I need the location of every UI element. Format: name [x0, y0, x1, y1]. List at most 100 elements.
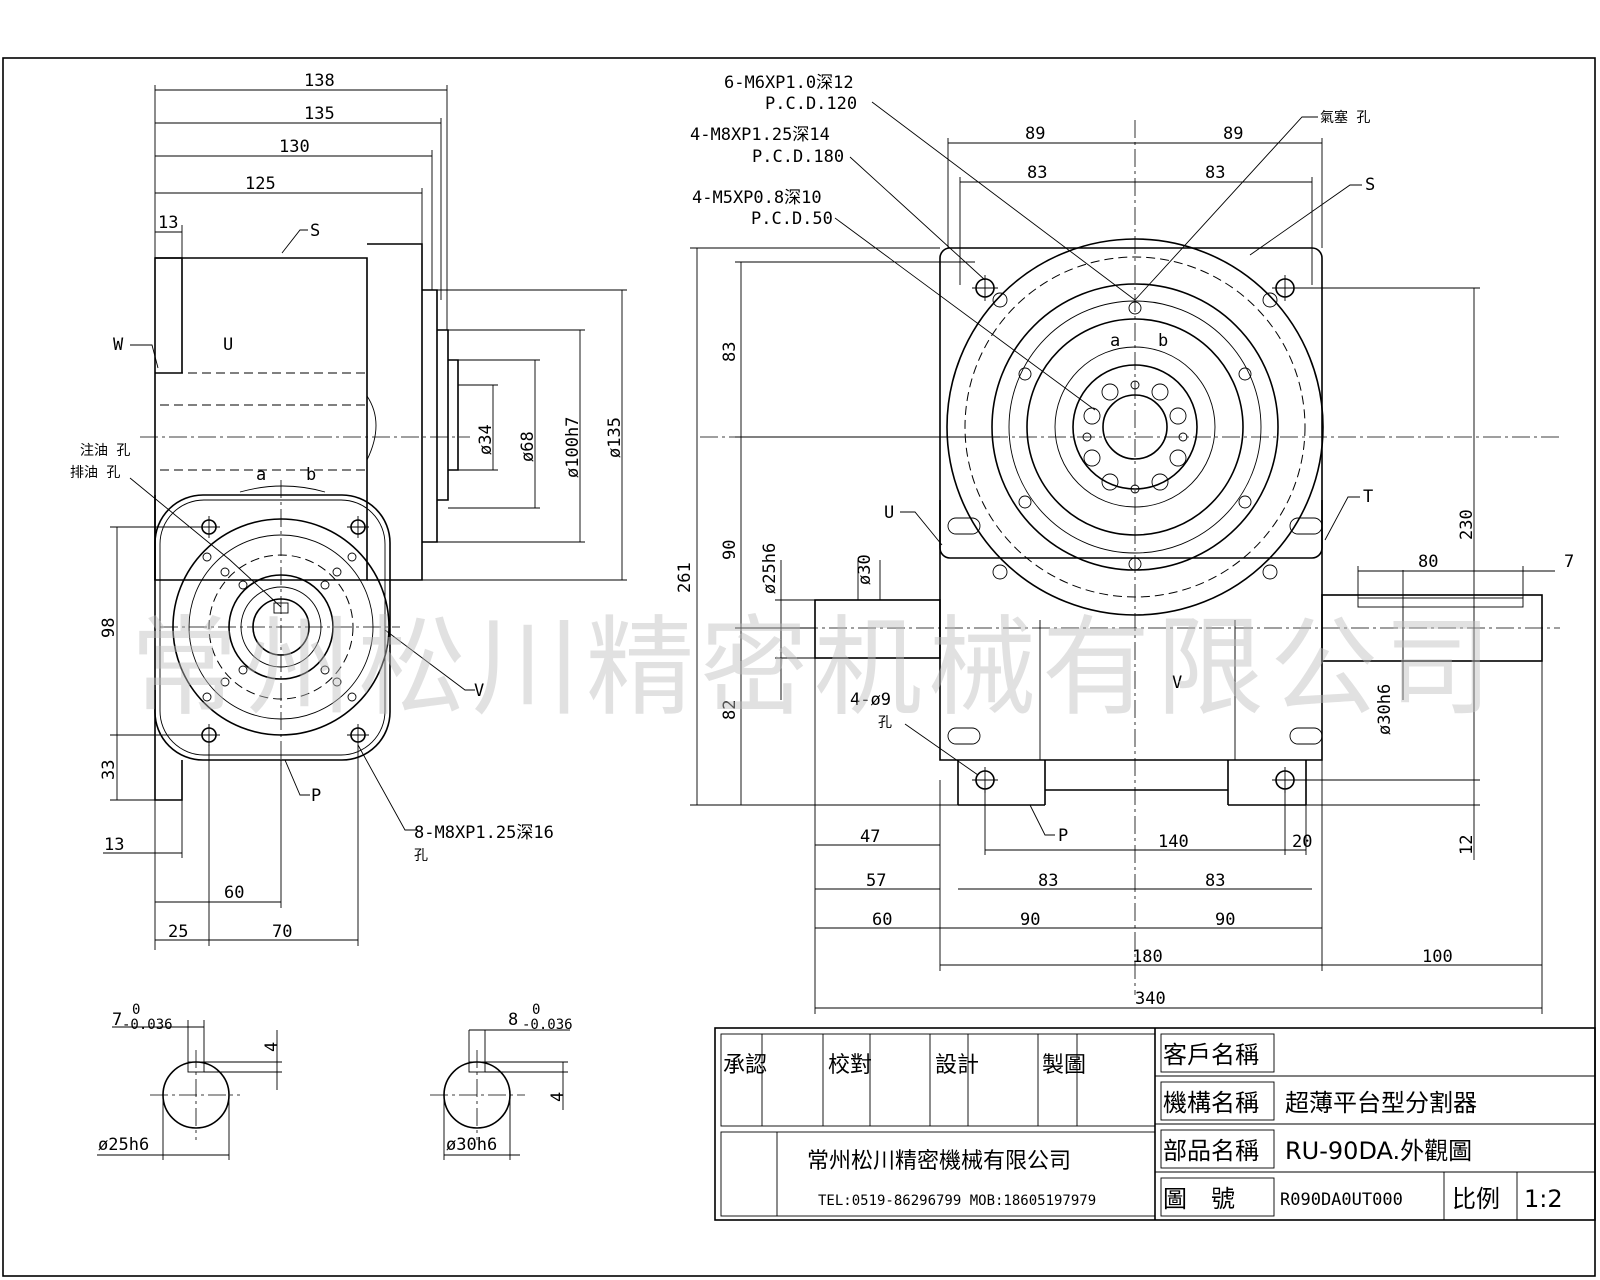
dim-70: 70 [272, 922, 292, 942]
callout-8-m8: 8-M8XP1.25深16 [414, 823, 554, 843]
label-U-left: U [223, 335, 233, 355]
dim-13-top: 13 [158, 213, 178, 233]
dim-33: 33 [99, 760, 119, 780]
dim-100: 100 [1422, 947, 1453, 967]
dim-60-right: 60 [872, 910, 892, 930]
drawing-border [2, 57, 1596, 1277]
label-S-left: S [310, 221, 320, 241]
dim-82-left: 82 [720, 700, 740, 720]
callout-6-m6: 6-M6XP1.0深12 [724, 73, 854, 93]
customer-label: 客戶名稱 [1163, 1041, 1259, 1069]
keyway-1-width: 7 [112, 1010, 122, 1030]
draw-label: 製圖 [1042, 1053, 1086, 1078]
keyway-2-tol-lower: -0.036 [522, 1017, 573, 1033]
dim-20: 20 [1292, 832, 1312, 852]
dim-125: 125 [245, 174, 276, 194]
scale-value: 1:2 [1524, 1185, 1563, 1213]
oil-fill-hole: 注油 孔 [80, 443, 130, 459]
watermark: 常州松川精密机械有限公司 [130, 606, 1498, 731]
dim-dia25: ø25h6 [760, 543, 780, 594]
part-value: RU-90DA.外觀圖 [1285, 1137, 1472, 1165]
design-label: 設計 [935, 1053, 979, 1078]
dim-135: 135 [304, 104, 335, 124]
dim-dia34: ø34 [476, 424, 496, 455]
check-label: 校對 [828, 1053, 872, 1078]
dim-89-a: 89 [1025, 124, 1045, 144]
label-U-right: U [884, 503, 894, 523]
scale-label: 比例 [1452, 1185, 1500, 1213]
dim-47: 47 [860, 827, 880, 847]
keyway-details [97, 1020, 570, 1160]
approve-label: 承認 [723, 1053, 767, 1078]
keyway-2-tol-upper: 0 [532, 1002, 540, 1018]
keyway-1-dia: ø25h6 [98, 1135, 149, 1155]
dim-89-b: 89 [1223, 124, 1243, 144]
keyway-1-tol-lower: -0.036 [122, 1017, 173, 1033]
dim-dia30h6: ø30h6 [1375, 684, 1395, 735]
keyway-1-depth: 4 [262, 1042, 282, 1052]
dim-130: 130 [279, 137, 310, 157]
callout-pcd120: P.C.D.120 [765, 94, 857, 114]
label-a-left: a [256, 465, 266, 485]
dim-12: 12 [1457, 835, 1477, 855]
dim-90-b: 90 [1215, 910, 1235, 930]
label-W: W [113, 335, 124, 355]
front-view [690, 101, 1560, 1014]
label-V-left: V [474, 681, 484, 701]
label-b-left: b [306, 465, 316, 485]
dim-57: 57 [866, 871, 886, 891]
dim-261: 261 [675, 562, 695, 593]
dim-138: 138 [304, 71, 335, 91]
dim-340: 340 [1135, 989, 1166, 1009]
callout-4-dia9: 4-ø9 [850, 690, 891, 710]
keyway-1-tol-upper: 0 [132, 1002, 140, 1018]
dim-60-left: 60 [224, 883, 244, 903]
label-P-right: P [1058, 826, 1068, 846]
callout-4-m8: 4-M8XP1.25深14 [690, 125, 830, 145]
company-contact: TEL:0519-86296799 MOB:18605197979 [818, 1193, 1096, 1209]
vent-hole: 氣塞 孔 [1320, 109, 1370, 126]
dim-13-bot: 13 [104, 835, 124, 855]
mechanism-label: 機構名稱 [1163, 1089, 1259, 1117]
dim-dia30: ø30 [855, 554, 875, 585]
label-V-right: V [1172, 673, 1182, 693]
keyway-2-width: 8 [508, 1010, 518, 1030]
label-T: T [1363, 487, 1373, 507]
dim-80: 80 [1418, 552, 1438, 572]
dim-83-c: 83 [1038, 871, 1058, 891]
dim-dia135: ø135 [605, 417, 625, 458]
callout-pcd180: P.C.D.180 [752, 147, 844, 167]
title-block [714, 1027, 1596, 1221]
label-P-left: P [311, 786, 321, 806]
part-label: 部品名稱 [1163, 1137, 1259, 1165]
oil-drain-hole: 排油 孔 [70, 465, 120, 481]
side-view [103, 85, 627, 950]
dim-140: 140 [1158, 832, 1189, 852]
dim-230: 230 [1457, 509, 1477, 540]
dim-25: 25 [168, 922, 188, 942]
label-a-right: a [1110, 331, 1120, 351]
callout-4-dia9-hole: 孔 [878, 715, 892, 731]
dim-83-d: 83 [1205, 871, 1225, 891]
dim-dia100: ø100h7 [563, 417, 583, 478]
callout-8-m8-hole: 孔 [414, 848, 428, 864]
dim-83-b: 83 [1205, 163, 1225, 183]
dim-83-a: 83 [1027, 163, 1047, 183]
dim-180: 180 [1132, 947, 1163, 967]
keyway-2-dia: ø30h6 [446, 1135, 497, 1155]
dim-90-a: 90 [1020, 910, 1040, 930]
callout-4-m5: 4-M5XP0.8深10 [692, 188, 822, 208]
dim-dia68: ø68 [518, 431, 538, 462]
dim-83-left: 83 [720, 342, 740, 362]
keyway-2-depth: 4 [548, 1092, 568, 1102]
dim-90-left: 90 [720, 540, 740, 560]
drawing-no-value: R090DA0UT000 [1280, 1190, 1403, 1210]
drawing-no-label: 圖 號 [1163, 1185, 1235, 1213]
callout-pcd50: P.C.D.50 [751, 209, 833, 229]
company-name: 常州松川精密機械有限公司 [807, 1149, 1071, 1174]
mechanism-value: 超薄平台型分割器 [1285, 1089, 1477, 1117]
dim-98: 98 [99, 618, 119, 638]
dim-7: 7 [1564, 552, 1574, 572]
label-b-right: b [1158, 331, 1168, 351]
